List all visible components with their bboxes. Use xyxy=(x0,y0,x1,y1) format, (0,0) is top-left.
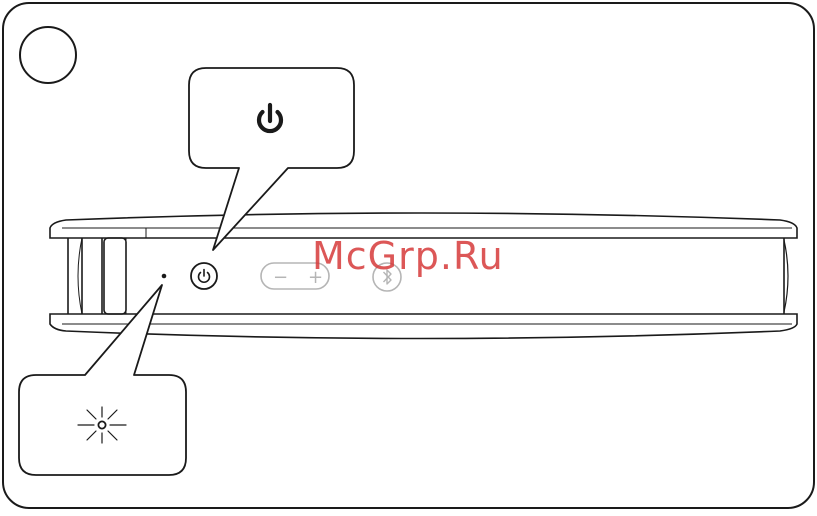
power-button[interactable] xyxy=(191,263,217,289)
watermark-text: McGrp.Ru xyxy=(312,234,504,278)
volume-down-button[interactable]: − xyxy=(273,267,288,288)
led-indicator xyxy=(162,274,167,279)
step-number-circle xyxy=(20,27,76,83)
